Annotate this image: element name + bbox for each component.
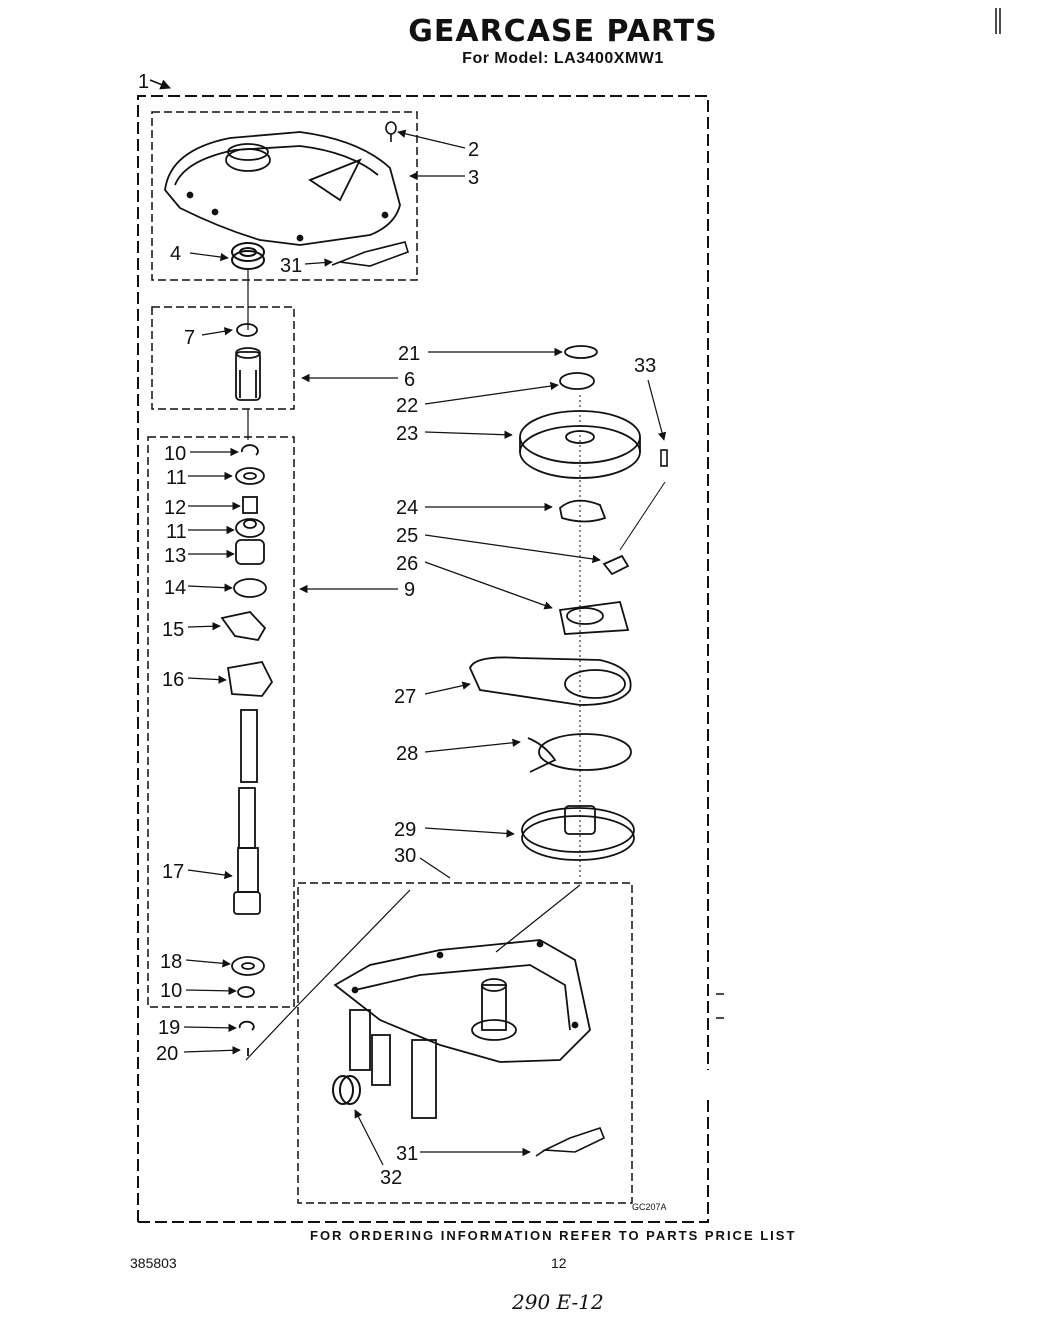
callout-20: 20 — [156, 1043, 178, 1065]
callout-24: 24 — [396, 497, 418, 519]
callout-31-top: 31 — [280, 255, 302, 277]
callout-11-lower: 11 — [166, 521, 187, 543]
callout-18: 18 — [160, 951, 182, 973]
pinion-assembly-part — [235, 323, 261, 401]
callout-17: 17 — [162, 861, 184, 883]
callout-33: 33 — [634, 355, 656, 377]
callout-1: 1 — [138, 71, 149, 93]
bushing-part — [332, 1075, 361, 1105]
callout-31-bottom: 31 — [396, 1143, 418, 1165]
callout-27: 27 — [394, 686, 416, 708]
cover-seal-part — [231, 242, 265, 270]
sealant-tube-part — [331, 241, 409, 267]
callout-4: 4 — [170, 243, 181, 265]
callout-11-upper: 11 — [166, 467, 187, 489]
callout-30: 30 — [394, 845, 416, 867]
callout-23: 23 — [396, 423, 418, 445]
callout-13: 13 — [164, 545, 186, 567]
callout-15: 15 — [162, 619, 184, 641]
pin-part — [660, 449, 668, 467]
right-column-parts — [469, 345, 641, 861]
callout-6: 6 — [404, 369, 415, 391]
callout-19: 19 — [158, 1017, 180, 1039]
margin-marks — [716, 8, 1001, 1019]
callout-14: 14 — [164, 577, 186, 599]
callout-26: 26 — [396, 553, 418, 575]
ordering-note: FOR ORDERING INFORMATION REFER TO PARTS … — [310, 1228, 797, 1243]
callout-10-bottom: 10 — [160, 980, 182, 1002]
document-number: 385803 — [130, 1255, 177, 1271]
assembly-frame — [137, 95, 709, 1223]
callout-10-top: 10 — [164, 443, 186, 465]
cover-group-box — [151, 111, 418, 281]
callout-21: 21 — [398, 343, 420, 365]
pinion-group-box — [151, 306, 295, 410]
callout-29: 29 — [394, 819, 416, 841]
callout-2: 2 — [468, 139, 479, 161]
diagram-code: GC207A — [632, 1202, 667, 1212]
callout-25: 25 — [396, 525, 418, 547]
shaft-group-box — [147, 436, 295, 1008]
callout-labels: 1 2 3 4 31 7 6 10 11 12 11 13 14 9 15 16… — [138, 71, 656, 1189]
leader-lines — [183, 129, 667, 1166]
gearcase-housing-part — [333, 939, 591, 1119]
callout-9: 9 — [404, 579, 415, 601]
gearcase-cover-part — [164, 131, 401, 246]
gearcase-group-box — [297, 882, 633, 1204]
callout-28: 28 — [396, 743, 418, 765]
shaft-stack-parts — [220, 444, 274, 1056]
sealant-tube-lower-part — [535, 1127, 606, 1157]
model-subtitle: For Model: LA3400XMW1 — [462, 50, 664, 67]
callout-32: 32 — [380, 1167, 402, 1189]
callout-12: 12 — [164, 497, 186, 519]
callout-16: 16 — [162, 669, 184, 691]
callout-7: 7 — [184, 327, 195, 349]
vent-plug-part — [385, 121, 397, 142]
callout-3: 3 — [468, 167, 479, 189]
page-number: 12 — [551, 1255, 567, 1271]
page-title: GEARCASE PARTS — [408, 14, 718, 49]
handwritten-note: 290 E-12 — [512, 1290, 604, 1314]
callout-22: 22 — [396, 395, 418, 417]
